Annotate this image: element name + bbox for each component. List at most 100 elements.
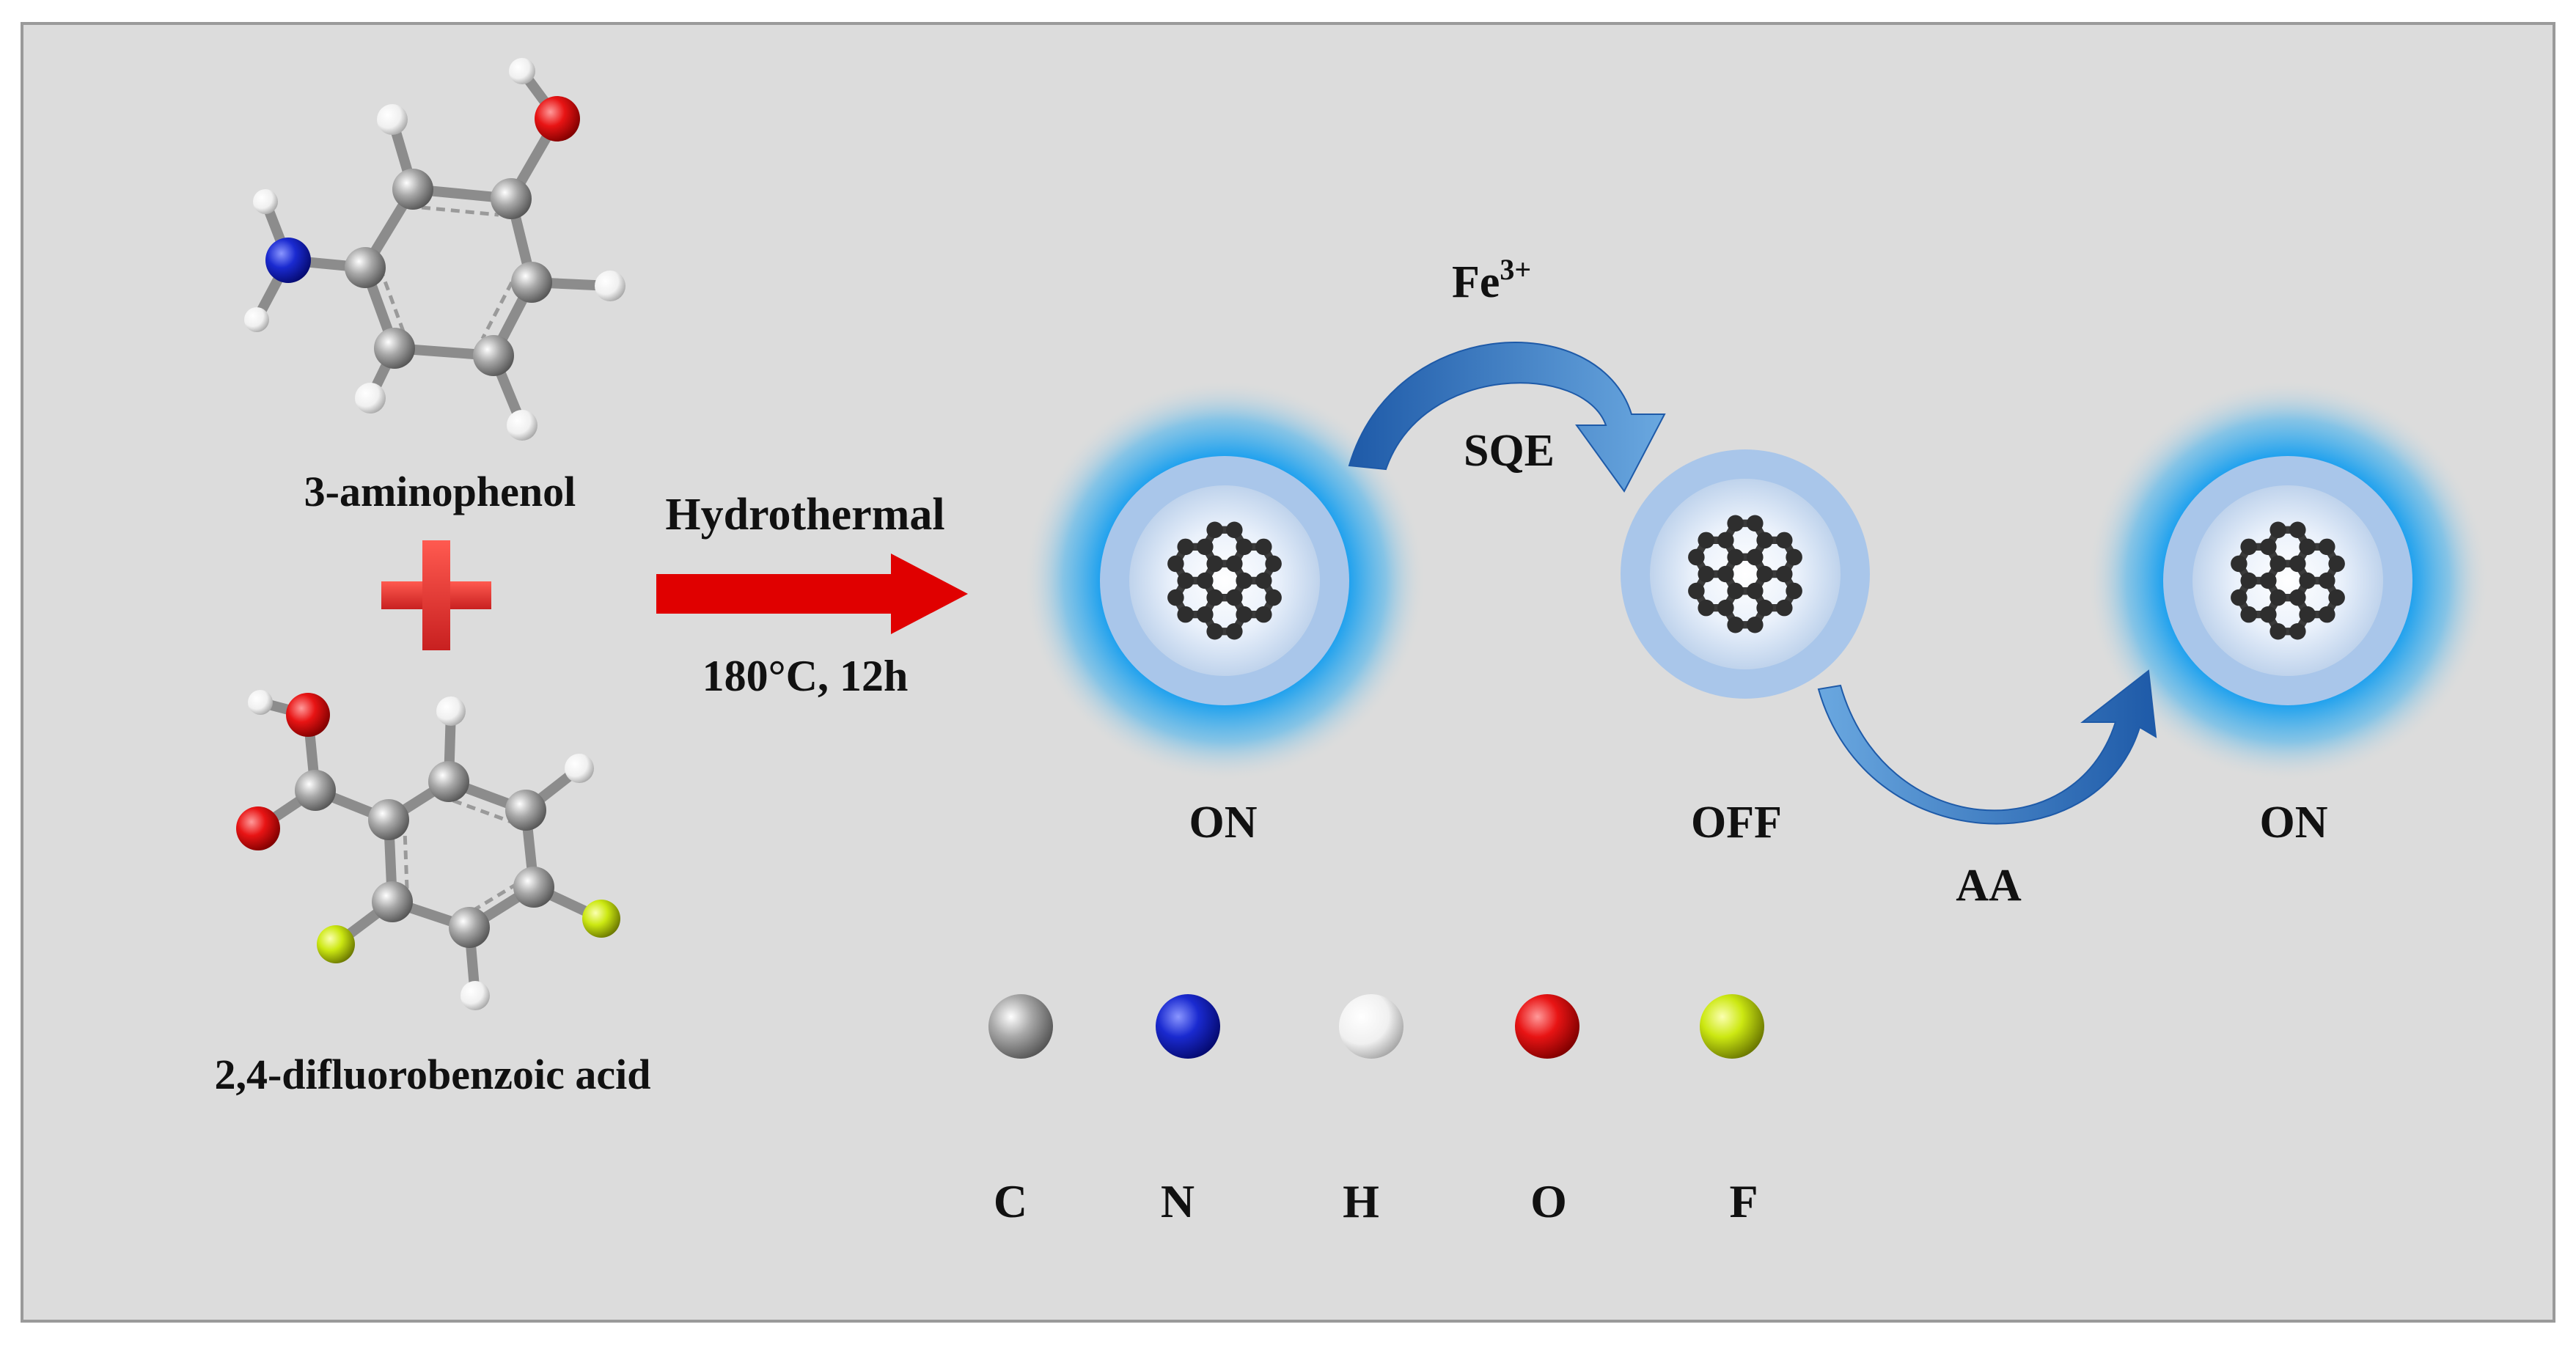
lattice-atom <box>2299 572 2316 589</box>
state-on-label: ON <box>1189 798 1258 848</box>
lattice-atom <box>1226 622 1243 640</box>
difluorobenzoic-acid-molecule <box>236 690 620 1010</box>
lattice-atom <box>1786 582 1802 600</box>
lattice-atom <box>1747 616 1764 633</box>
lattice-atom <box>1727 515 1744 532</box>
lattice-atom <box>1255 606 1272 623</box>
lattice-atom <box>2269 589 2286 606</box>
legend-atom-o-icon <box>1515 994 1579 1059</box>
lattice-atom <box>2269 521 2286 539</box>
lattice-atom <box>1727 582 1744 600</box>
lattice-atom <box>1226 589 1243 606</box>
lattice-atom <box>1698 565 1714 583</box>
lattice-atom <box>1747 515 1764 532</box>
lattice-atom <box>1206 555 1223 573</box>
lattice-atom <box>2269 555 2286 573</box>
lattice-atom <box>1206 521 1223 539</box>
lattice-atom <box>1255 572 1272 589</box>
lattice-atom <box>1727 548 1744 566</box>
carbon-dot-off <box>1621 449 1870 699</box>
lattice-atom <box>2260 606 2277 623</box>
lattice-atom <box>2289 555 2306 573</box>
lattice-atom <box>1236 606 1252 623</box>
lattice-atom <box>2231 555 2247 573</box>
lattice-atom <box>1698 599 1714 617</box>
lattice-atom <box>2289 622 2306 640</box>
aa-label: AA <box>1956 861 2022 911</box>
lattice-atom <box>1747 582 1764 600</box>
lattice-atom <box>1776 599 1793 617</box>
legend-label-h: H <box>1343 1175 1379 1227</box>
lattice-atom <box>1255 538 1272 556</box>
graphene-lattice-icon <box>1167 521 1282 640</box>
lattice-atom <box>1167 589 1184 606</box>
lattice-atom <box>2289 589 2306 606</box>
lattice-atom <box>1177 606 1194 623</box>
lattice-atom <box>2260 572 2277 589</box>
lattice-atom <box>1717 599 1734 617</box>
sqe-label: SQE <box>1464 426 1555 476</box>
lattice-atom <box>1206 622 1223 640</box>
lattice-atom <box>1226 555 1243 573</box>
lattice-atom <box>1698 532 1714 549</box>
conditions-label: 180°C, 12h <box>702 652 909 700</box>
lattice-atom <box>1236 572 1252 589</box>
lattice-atom <box>1756 532 1773 549</box>
graphene-lattice-icon <box>2231 521 2345 640</box>
legend-item-h: H <box>1339 994 1403 1227</box>
legend-atom-h-icon <box>1339 994 1403 1059</box>
legend-label-o: O <box>1530 1175 1567 1227</box>
lattice-atom <box>2240 572 2257 589</box>
lattice-atom <box>2260 538 2277 556</box>
lattice-atom <box>1265 589 1282 606</box>
lattice-atom <box>1167 555 1184 573</box>
legend-atom-f-icon <box>1700 994 1764 1059</box>
lattice-atom <box>2319 538 2335 556</box>
lattice-atom <box>1756 599 1773 617</box>
lattice-atom <box>2299 538 2316 556</box>
legend-label-f: F <box>1729 1175 1758 1227</box>
lattice-atom <box>2240 538 2257 556</box>
lattice-atom <box>2289 521 2306 539</box>
aminophenol-molecule <box>244 58 625 441</box>
state-on-again-label: ON <box>2260 798 2328 848</box>
lattice-atom <box>1747 548 1764 566</box>
carbon-dot-on-recovered <box>2086 379 2489 782</box>
synthesis-arrow <box>656 554 968 634</box>
lattice-atom <box>2319 572 2335 589</box>
fe3-label: Fe3+ <box>1452 253 1531 307</box>
graphene-lattice-icon <box>1688 515 1802 633</box>
lattice-atom <box>1177 572 1194 589</box>
lattice-atom <box>2269 622 2286 640</box>
lattice-atom <box>1265 555 1282 573</box>
lattice-atom <box>2231 589 2247 606</box>
lattice-atom <box>1236 538 1252 556</box>
lattice-atom <box>1197 606 1214 623</box>
legend-label-n: N <box>1161 1175 1195 1227</box>
fe-label-sup: 3+ <box>1500 253 1531 286</box>
lattice-atom <box>1197 572 1214 589</box>
lattice-atom <box>2328 555 2345 573</box>
recovery-curved-arrow <box>1817 669 2157 825</box>
legend-item-c: C <box>988 994 1053 1227</box>
lattice-atom <box>2328 589 2345 606</box>
lattice-atom <box>1177 538 1194 556</box>
lattice-atom <box>1197 538 1214 556</box>
aminophenol-label: 3-aminophenol <box>304 468 576 515</box>
legend-label-c: C <box>994 1175 1027 1227</box>
legend-atom-c-icon <box>988 994 1053 1059</box>
lattice-atom <box>1226 521 1243 539</box>
legend-item-f: F <box>1700 994 1764 1227</box>
lattice-atom <box>2240 606 2257 623</box>
legend-item-n: N <box>1156 994 1220 1227</box>
lattice-atom <box>2299 606 2316 623</box>
legend-item-o: O <box>1515 994 1579 1227</box>
lattice-atom <box>1776 565 1793 583</box>
state-off-label: OFF <box>1691 798 1782 848</box>
fe-label-base: Fe <box>1452 257 1500 307</box>
plus-icon <box>381 540 491 650</box>
lattice-atom <box>1727 616 1744 633</box>
lattice-atom <box>1717 565 1734 583</box>
